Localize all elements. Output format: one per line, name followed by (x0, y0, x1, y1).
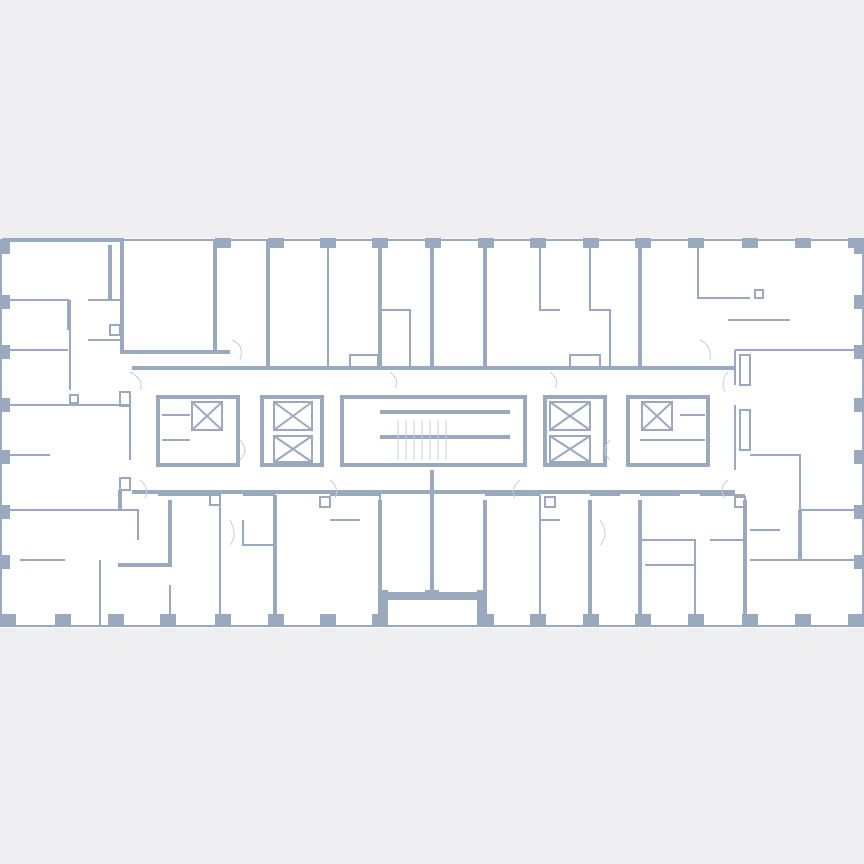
pier (320, 614, 336, 626)
pier (477, 590, 485, 626)
doors (129, 339, 729, 546)
pier (0, 345, 10, 359)
pier (0, 614, 16, 626)
pier (688, 238, 704, 248)
pier (0, 295, 10, 309)
pier (0, 240, 10, 254)
pier (268, 238, 284, 248)
exterior-piers (0, 238, 864, 626)
pier (848, 614, 864, 626)
pier (854, 450, 864, 464)
pier (215, 614, 231, 626)
exterior-walls (0, 238, 864, 627)
pier (0, 505, 10, 519)
pier (0, 450, 10, 464)
bathroom-fixtures (69, 289, 764, 508)
pier (854, 505, 864, 519)
pier (795, 238, 811, 248)
pier (635, 614, 651, 626)
pier (215, 238, 231, 248)
pier (742, 238, 758, 248)
pier (55, 614, 71, 626)
pier (0, 555, 10, 569)
pier (530, 238, 546, 248)
pier (530, 614, 546, 626)
pier (854, 295, 864, 309)
pier (0, 398, 10, 412)
pier (795, 614, 811, 626)
pier (583, 238, 599, 248)
pier (854, 555, 864, 569)
pier (635, 238, 651, 248)
pier (854, 345, 864, 359)
pier (380, 590, 388, 626)
pier (108, 614, 124, 626)
pier (854, 398, 864, 412)
pier (854, 240, 864, 254)
pier (160, 614, 176, 626)
pier (320, 238, 336, 248)
core (132, 366, 735, 600)
